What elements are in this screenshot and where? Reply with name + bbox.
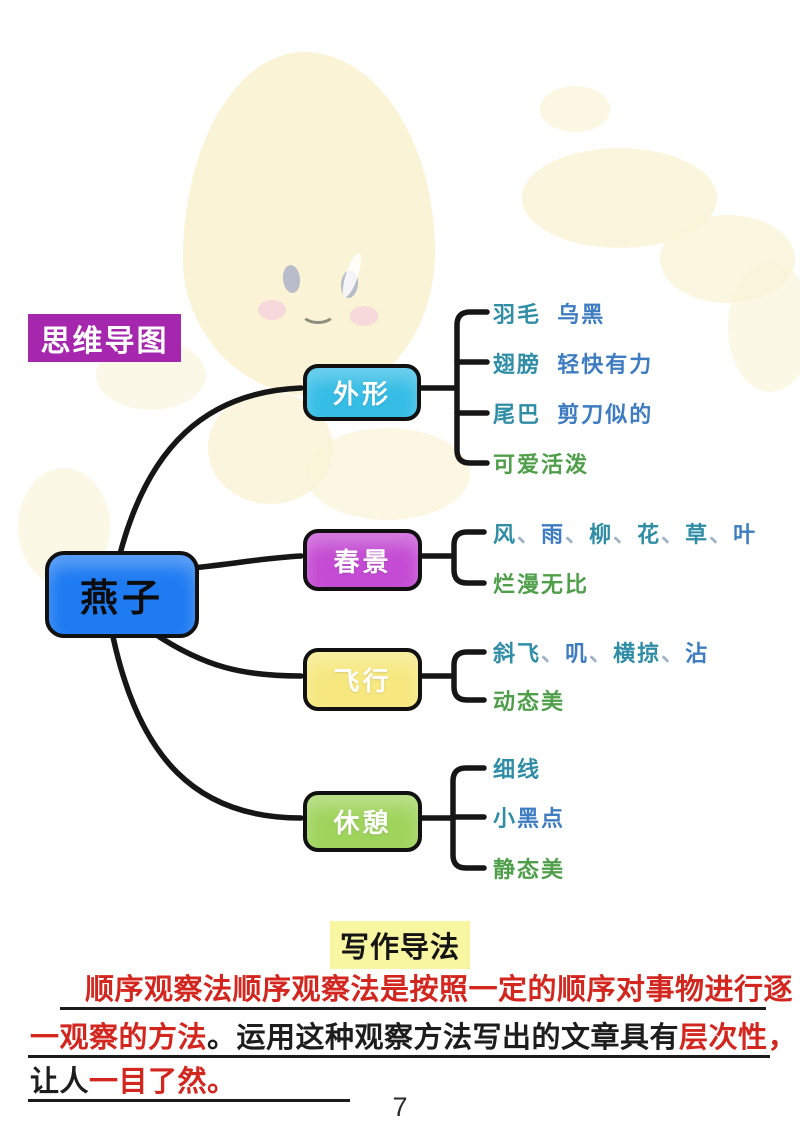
text-segment: 沾 xyxy=(685,641,710,666)
text-segment: ， xyxy=(767,1022,798,1054)
text-segment: 剪刀似的 xyxy=(557,402,654,427)
text-segment: 尾巴 xyxy=(493,402,542,427)
text-segment: 、 xyxy=(613,522,638,547)
leaf-chibang-qingkuai: 翅膀 轻快有力 xyxy=(493,347,653,379)
leaf-dongtaimei: 动态美 xyxy=(493,684,565,716)
text-segment: 小 xyxy=(493,806,518,831)
curve-root-to-waixing xyxy=(117,385,304,557)
text-segment: 一目了然 xyxy=(89,1066,208,1098)
text-segment: 雨 xyxy=(541,522,566,547)
text-segment: 叶 xyxy=(733,522,758,547)
text-segment: 动态美 xyxy=(493,689,566,714)
leaf-yumao-wuhei: 羽毛 乌黑 xyxy=(493,297,605,329)
root-node-yanzi: 燕子 xyxy=(45,551,199,638)
text-segment: 、 xyxy=(589,641,614,666)
text-segment: 一观察的方法 xyxy=(30,1022,208,1054)
text-segment: 羽毛 xyxy=(493,302,542,327)
bracket-feixing xyxy=(451,649,487,703)
branch-node-xiuqi: 休憩 xyxy=(303,791,422,852)
text-segment: 翅膀 xyxy=(493,352,542,377)
text-segment xyxy=(541,402,557,427)
text-segment: 顺序观察法顺序观察法是按照一定的顺序对事物进行逐 xyxy=(85,974,794,1006)
text-segment: 花 xyxy=(637,522,662,547)
writing-guide-line-2: 一观察的方法。运用这种观察方法写出的文章具有层次性， xyxy=(30,1020,797,1056)
page-number: 7 xyxy=(392,1092,408,1122)
text-segment: 叽 xyxy=(565,641,590,666)
text-segment: 层次性 xyxy=(679,1022,768,1054)
text-segment: 柳 xyxy=(589,522,614,547)
branch-node-waixing: 外形 xyxy=(303,364,421,421)
text-segment: 草 xyxy=(685,522,710,547)
text-segment: 、 xyxy=(541,641,566,666)
curve-root-to-feixing xyxy=(149,629,304,679)
text-segment: 、 xyxy=(661,641,686,666)
leaf-xiaoheidian: 小黑点 xyxy=(493,801,565,833)
curve-root-to-chunjing xyxy=(189,553,304,571)
text-segment: 、 xyxy=(565,522,590,547)
writing-guide-line-3: 让人一目了然。 xyxy=(30,1064,772,1100)
bracket-chunjing xyxy=(451,529,487,586)
text-segment: 细线 xyxy=(493,757,542,782)
underline xyxy=(28,1099,350,1102)
leaf-weiba-jiandao: 尾巴 剪刀似的 xyxy=(493,397,653,429)
text-segment xyxy=(541,352,557,377)
branch-node-feixing: 飞行 xyxy=(303,648,422,711)
text-segment xyxy=(541,302,557,327)
bracket-waixing xyxy=(454,309,490,466)
text-segment: 黑点 xyxy=(517,806,566,831)
text-segment: 横掠 xyxy=(613,641,662,666)
leaf-feng-yu-liu: 风、雨、柳、花、草、叶 xyxy=(493,517,757,549)
text-segment: 可爱活泼 xyxy=(493,452,590,477)
leaf-xixian: 细线 xyxy=(493,752,541,784)
underline xyxy=(60,1007,766,1010)
text-segment: 。 xyxy=(207,1022,237,1054)
leaf-xiefei-ji: 斜飞、叽、横掠、沾 xyxy=(493,636,709,668)
text-segment: 让人 xyxy=(30,1066,90,1098)
text-segment: 乌黑 xyxy=(557,302,606,327)
text-segment: 烂漫无比 xyxy=(493,572,590,597)
underline xyxy=(28,1055,770,1058)
branch-node-chunjing: 春景 xyxy=(303,529,422,591)
text-segment: 。 xyxy=(207,1066,237,1098)
text-segment: 运用这种观察方法写出的文章具有 xyxy=(236,1022,680,1054)
text-segment: 、 xyxy=(709,522,734,547)
writing-guide-heading: 写作导法 xyxy=(329,921,471,969)
mindmap-title-badge: 思维导图 xyxy=(28,314,181,362)
text-segment: 、 xyxy=(517,522,542,547)
text-segment: 静态美 xyxy=(493,857,566,882)
leaf-jingtaimei: 静态美 xyxy=(493,852,565,884)
text-segment: 风 xyxy=(493,522,518,547)
curve-root-to-xiuqi xyxy=(109,629,304,821)
leaf-keai-huopo: 可爱活泼 xyxy=(493,447,589,479)
writing-guide-line-1: 顺序观察法顺序观察法是按照一定的顺序对事物进行逐 xyxy=(30,972,793,1008)
text-segment: 轻快有力 xyxy=(557,352,654,377)
text-segment: 、 xyxy=(661,522,686,547)
text-segment: 斜飞 xyxy=(493,641,542,666)
leaf-lanman-wubi: 烂漫无比 xyxy=(493,567,589,599)
